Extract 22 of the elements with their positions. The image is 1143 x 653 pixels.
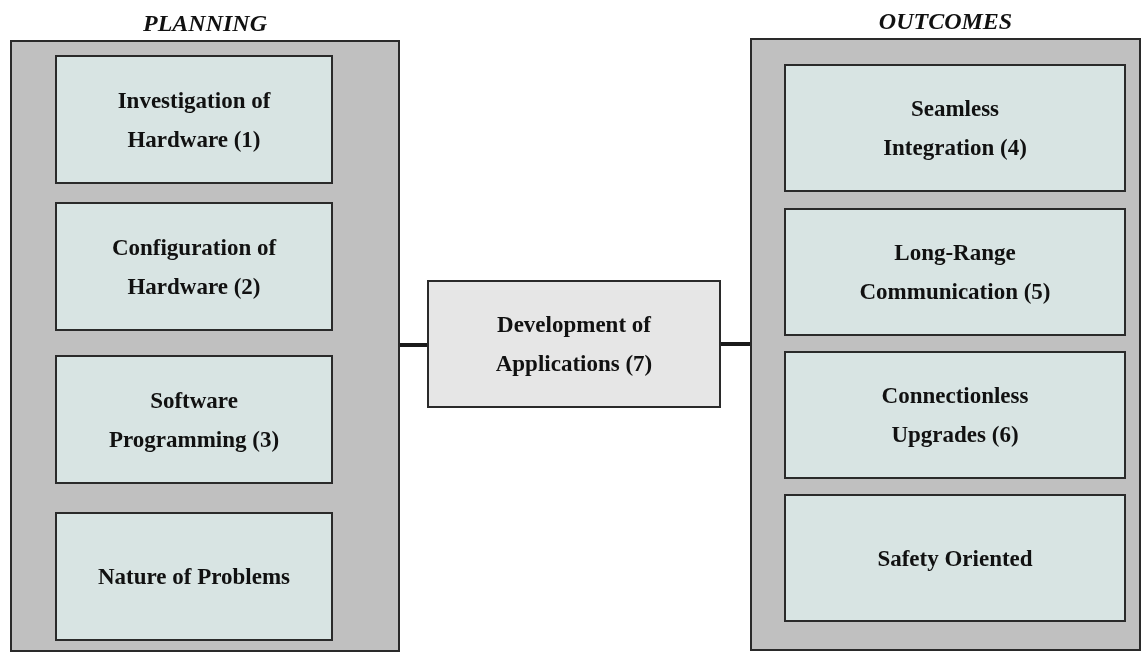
panel-heading: OUTCOMES xyxy=(877,7,1014,36)
process-box xyxy=(55,512,333,641)
panel-heading: PLANNING xyxy=(142,9,268,38)
process-box xyxy=(55,202,333,331)
box-label: Development of Applications (7) xyxy=(494,311,654,378)
box-label: Safety Oriented xyxy=(877,544,1033,573)
process-box xyxy=(55,55,333,184)
connector-line xyxy=(721,342,750,346)
process-box xyxy=(784,208,1126,336)
connector-line xyxy=(400,343,427,347)
box-label: Seamless Integration (4) xyxy=(882,95,1028,162)
process-box xyxy=(784,64,1126,192)
box-label: Long-Range Communication (5) xyxy=(858,239,1052,306)
box-label: Connectionless Upgrades (6) xyxy=(880,382,1030,449)
box-label: Investigation of Hardware (1) xyxy=(116,86,272,154)
box-label: Configuration of Hardware (2) xyxy=(110,233,278,301)
box-label: Software Programming (3) xyxy=(107,386,281,454)
process-box xyxy=(55,355,333,484)
box-label: Nature of Problems xyxy=(97,563,291,591)
process-box xyxy=(784,494,1126,622)
process-box xyxy=(427,280,721,408)
process-box xyxy=(784,351,1126,479)
